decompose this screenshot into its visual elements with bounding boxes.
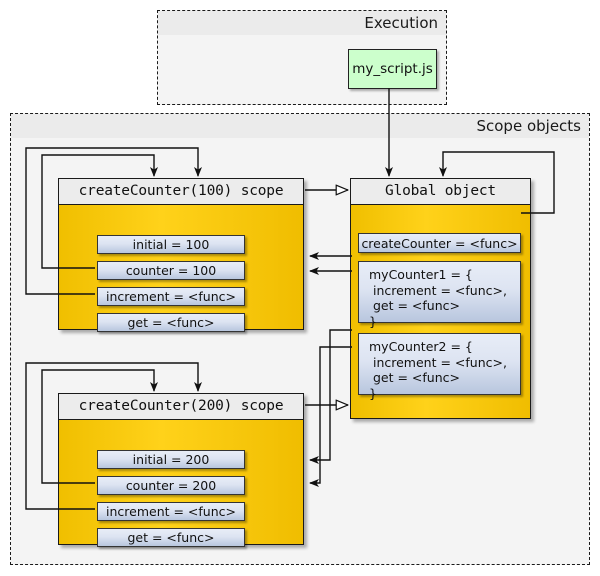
scope-200-title: createCounter(200) scope [59,394,303,420]
global-object-body: createCounter = <func> myCounter1 = { in… [351,205,530,401]
global-property-my-counter-2[interactable]: myCounter2 = { increment = <func>, get =… [358,333,521,401]
execution-frame-title: Execution [158,11,446,35]
scope-box-create-counter-100[interactable]: createCounter(100) scope initial = 100 c… [58,178,304,332]
global-object-title: Global object [351,179,530,205]
scope-200-property-get[interactable]: get = <func> [97,528,245,547]
global-property-create-counter[interactable]: createCounter = <func> [358,233,521,253]
scope-100-body: initial = 100 counter = 100 increment = … [59,205,303,332]
scope-100-property-counter[interactable]: counter = 100 [97,261,245,280]
scope-100-title: createCounter(100) scope [59,179,303,205]
scope-200-property-initial[interactable]: initial = 200 [97,450,245,469]
global-property-my-counter-1[interactable]: myCounter1 = { increment = <func>, get =… [358,261,521,329]
scope-200-body: initial = 200 counter = 200 increment = … [59,420,303,547]
scope-100-property-get[interactable]: get = <func> [97,313,245,332]
global-object-box[interactable]: Global object createCounter = <func> myC… [350,178,531,419]
scope-objects-frame-title: Scope objects [11,114,589,138]
scope-100-property-increment[interactable]: increment = <func> [97,287,245,306]
scope-box-create-counter-200[interactable]: createCounter(200) scope initial = 200 c… [58,393,304,547]
scope-200-property-counter[interactable]: counter = 200 [97,476,245,495]
scope-100-property-initial[interactable]: initial = 100 [97,235,245,254]
scope-200-property-increment[interactable]: increment = <func> [97,502,245,521]
script-node-my-script-js[interactable]: my_script.js [348,49,437,89]
execution-frame: Execution my_script.js [157,10,447,105]
